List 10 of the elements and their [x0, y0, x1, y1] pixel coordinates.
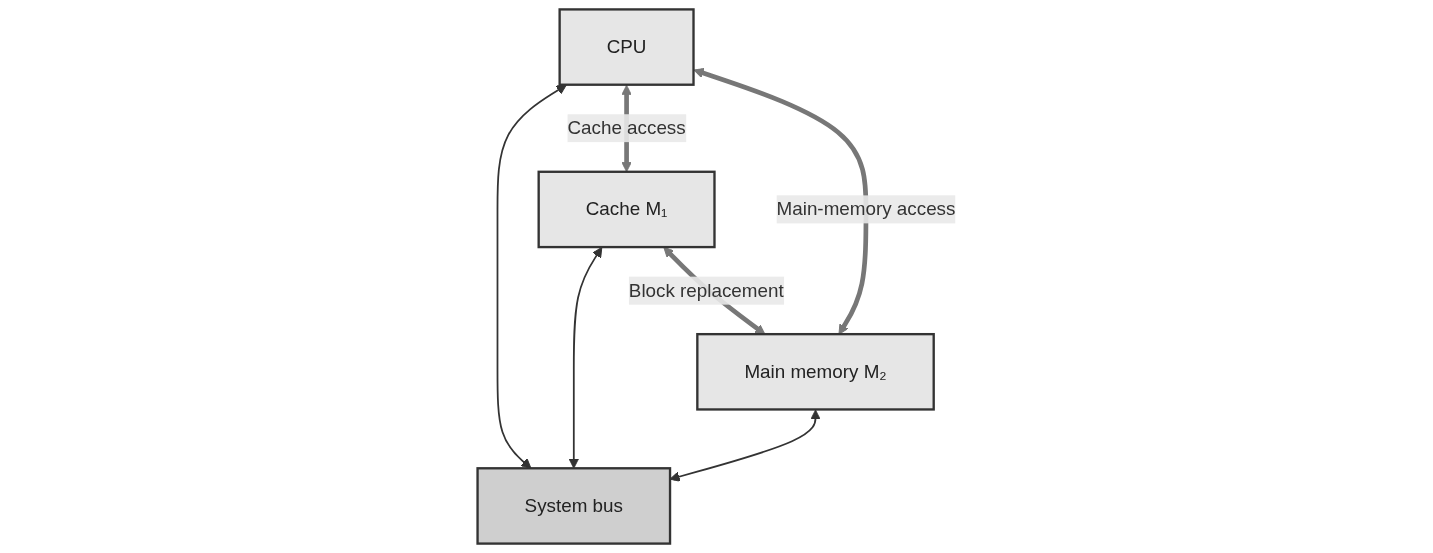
arrow: [693, 68, 869, 335]
arrow: [568, 247, 603, 469]
arrow: [496, 84, 567, 469]
edge-label: Block replacement: [628, 280, 784, 301]
edge-label: Main-memory access: [776, 198, 956, 219]
edge-label: Cache access: [567, 117, 686, 138]
node-box: Main memory M₂: [696, 332, 935, 411]
node-box: Cache M₁: [537, 170, 716, 249]
node-box: CPU: [558, 8, 695, 86]
node-box: System bus: [476, 467, 672, 545]
